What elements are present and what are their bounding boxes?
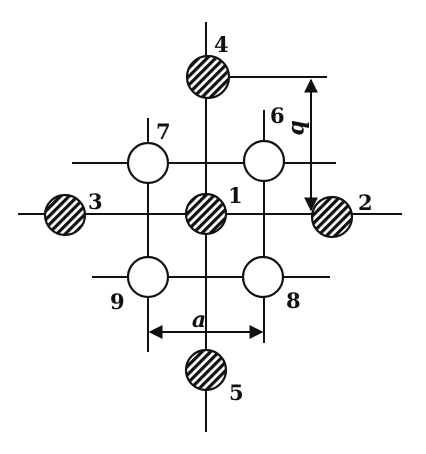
dimension-b-label: b (286, 120, 312, 135)
label-5: 5 (229, 380, 244, 405)
dimension-a-label: a (192, 307, 206, 333)
hatched-circle-5 (184, 348, 228, 392)
label-9: 9 (110, 289, 125, 314)
open-circle-7 (126, 141, 170, 185)
label-8: 8 (286, 288, 301, 313)
label-1: 1 (228, 183, 243, 208)
label-4: 4 (214, 32, 229, 57)
hatched-circle-4 (185, 54, 231, 100)
open-circle-6 (242, 139, 286, 183)
label-2: 2 (358, 190, 373, 215)
label-6: 6 (270, 103, 285, 128)
open-circle-8 (241, 255, 285, 299)
label-3: 3 (88, 189, 103, 214)
label-7: 7 (156, 119, 171, 144)
open-circle-9 (126, 255, 170, 299)
hatched-circle-1 (184, 192, 228, 236)
hatched-circle-2 (310, 195, 354, 239)
dimension-arrows (148, 78, 318, 339)
borehole-circles (43, 54, 354, 392)
hatched-circle-3 (43, 193, 87, 237)
